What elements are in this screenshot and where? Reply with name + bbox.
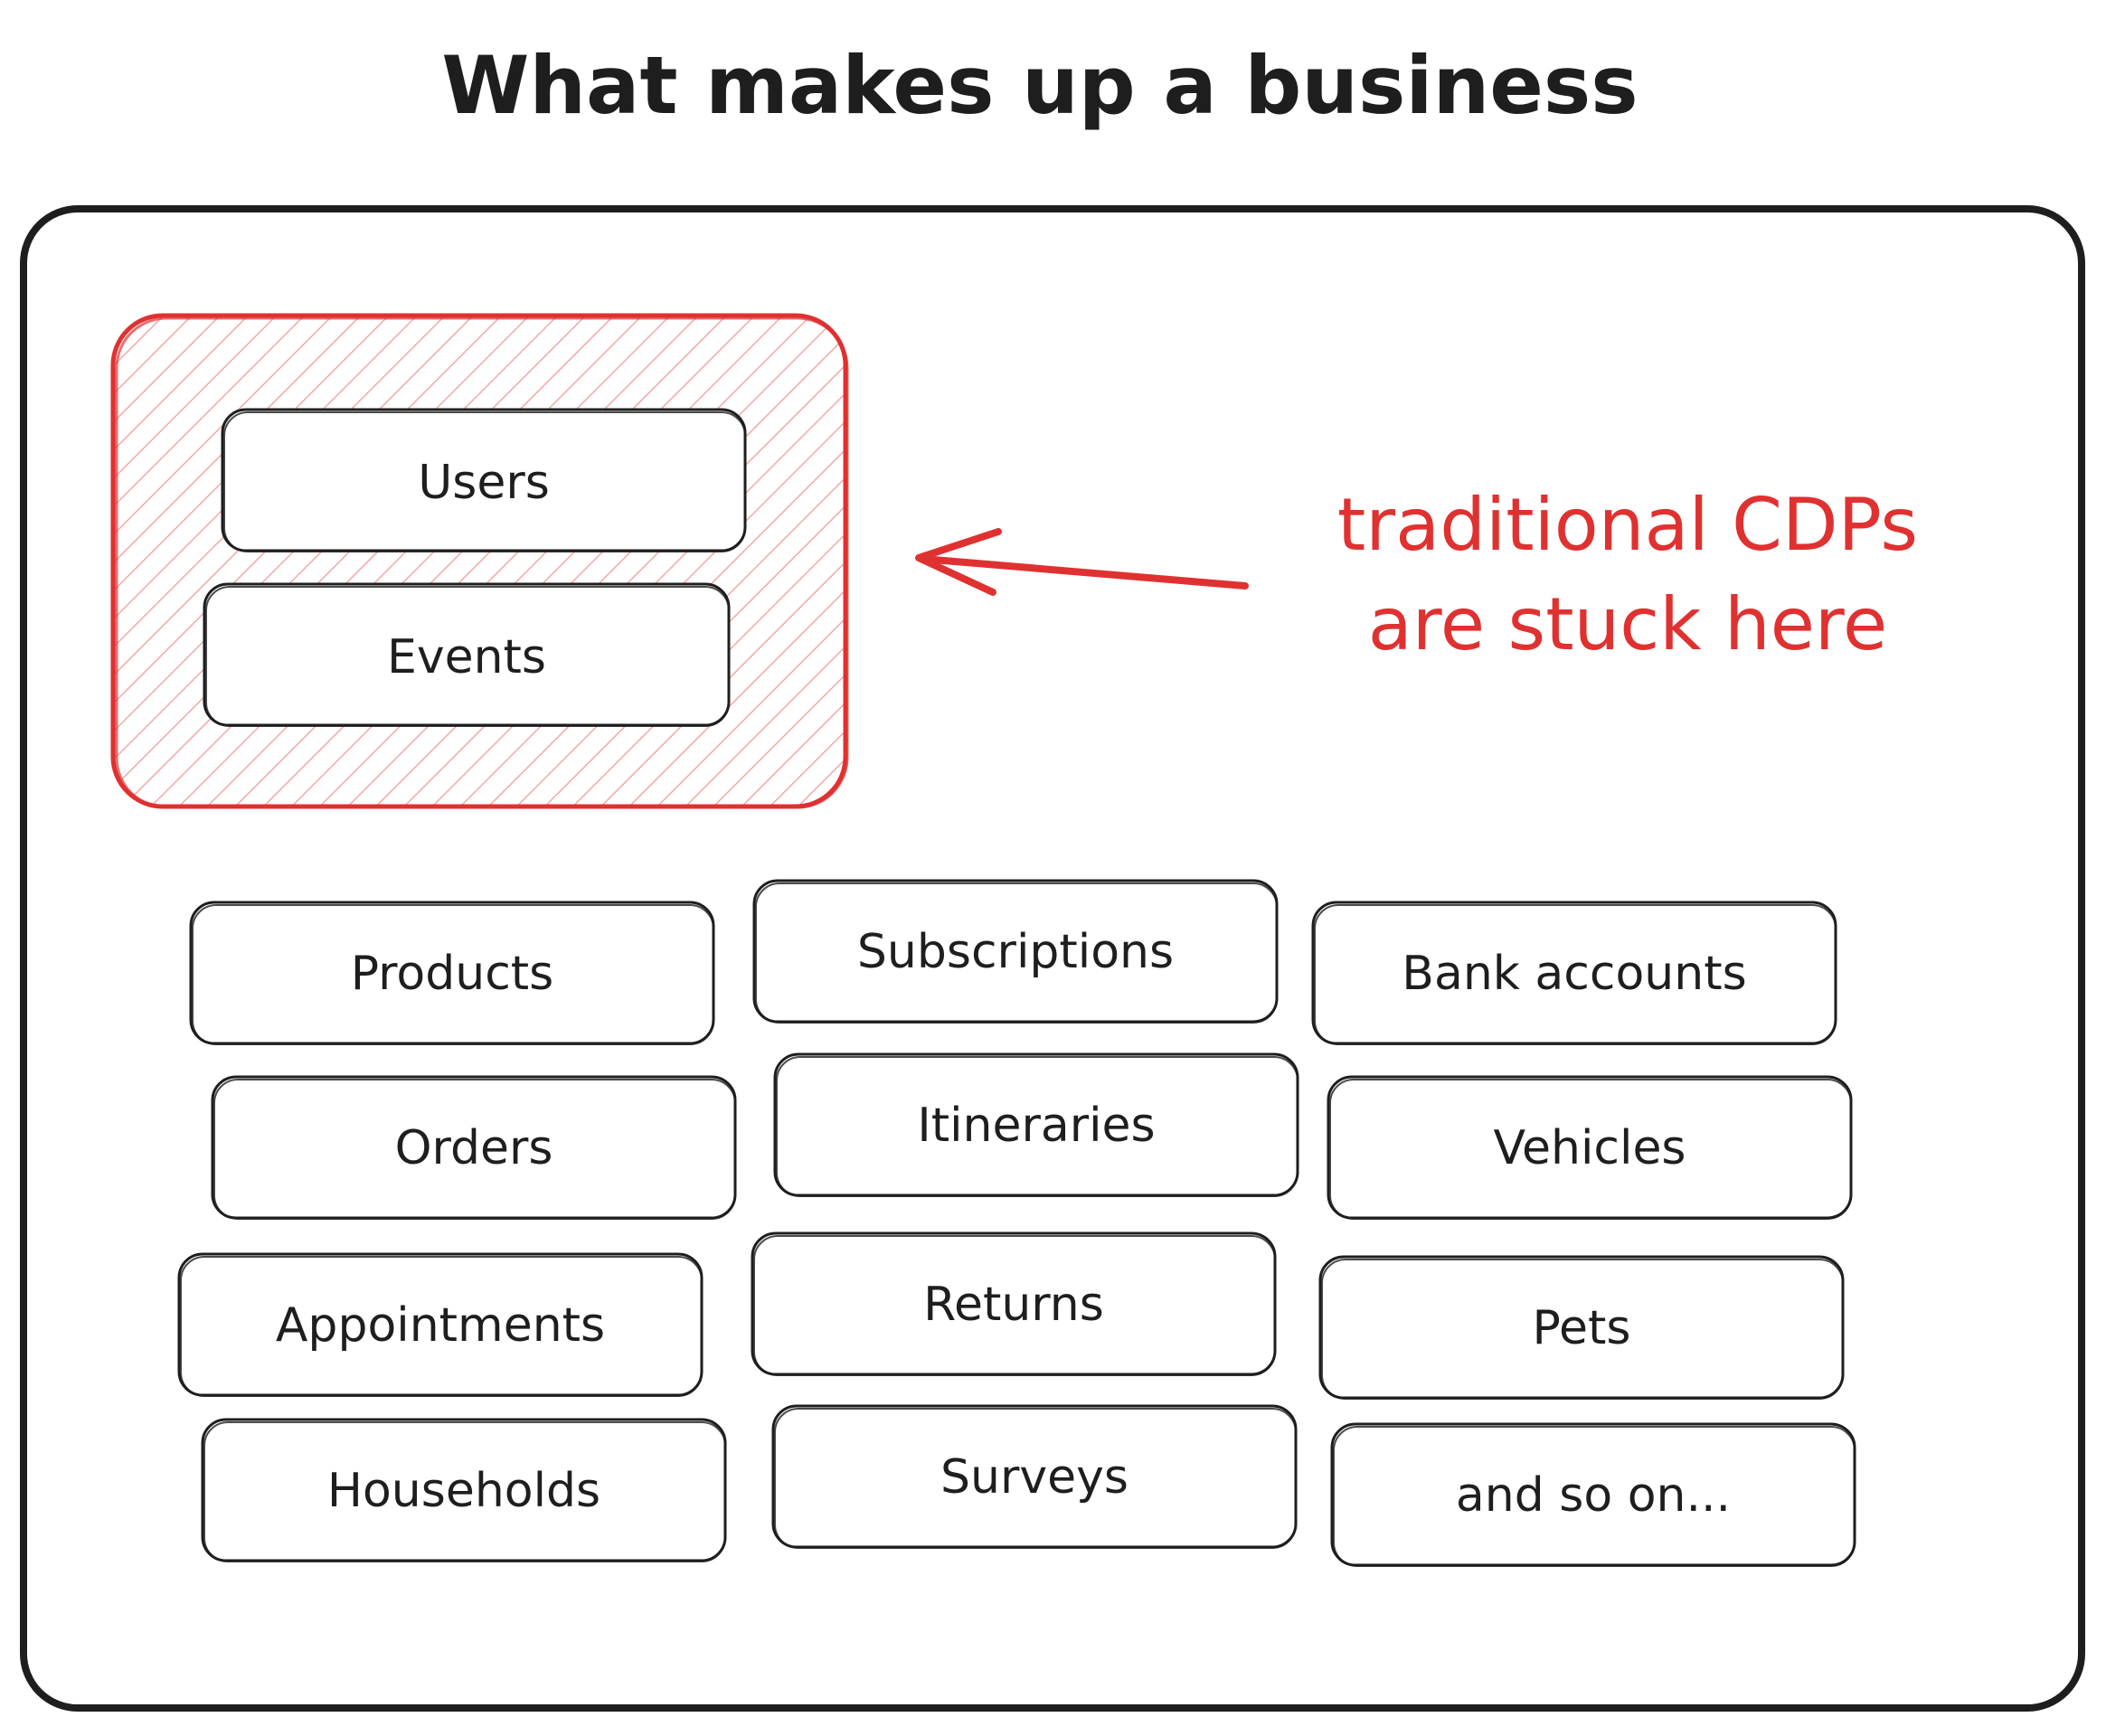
entity-box-itineraries: Itineraries (773, 1052, 1299, 1197)
entity-box-surveys: Surveys (771, 1404, 1298, 1549)
entity-box-bank-accounts: Bank accounts (1311, 901, 1837, 1045)
entity-box-vehicles: Vehicles (1327, 1075, 1853, 1220)
entity-label: Products (351, 947, 554, 1001)
diagram-title: What makes up a business (441, 39, 1638, 132)
business-frame (20, 205, 2085, 1712)
events-box: Events (203, 582, 731, 727)
entity-label: Surveys (940, 1450, 1129, 1505)
entity-box-pets: Pets (1318, 1255, 1845, 1400)
entity-label: Subscriptions (857, 925, 1174, 979)
entity-label: Returns (923, 1278, 1104, 1332)
entity-box-returns: Returns (751, 1231, 1277, 1376)
entity-box-orders: Orders (211, 1075, 737, 1220)
events-label: Events (387, 630, 546, 684)
entity-box-households: Households (201, 1418, 727, 1562)
entity-label: Appointments (276, 1298, 605, 1353)
entity-box-and-so-on: and so on... (1330, 1422, 1856, 1567)
users-box: Users (221, 408, 747, 552)
entity-box-products: Products (189, 901, 715, 1045)
entity-label: and so on... (1456, 1468, 1731, 1523)
entity-grid: Products Subscriptions Bank accountsOrders… (177, 879, 1856, 1567)
entity-label: Pets (1533, 1301, 1631, 1355)
entity-label: Vehicles (1493, 1121, 1686, 1175)
entity-label: Orders (395, 1121, 553, 1175)
cdp-highlight-region (110, 313, 849, 809)
annotation-arrow (915, 528, 1249, 596)
entity-label: Bank accounts (1402, 947, 1746, 1001)
entity-box-appointments: Appointments (177, 1252, 704, 1397)
annotation-line-2: are stuck here (1368, 582, 1888, 666)
annotation-line-1: traditional CDPs (1337, 483, 1918, 567)
entity-box-subscriptions: Subscriptions (752, 879, 1279, 1024)
users-label: Users (418, 456, 550, 510)
entity-label: Itineraries (917, 1099, 1155, 1153)
entity-label: Households (327, 1464, 600, 1518)
